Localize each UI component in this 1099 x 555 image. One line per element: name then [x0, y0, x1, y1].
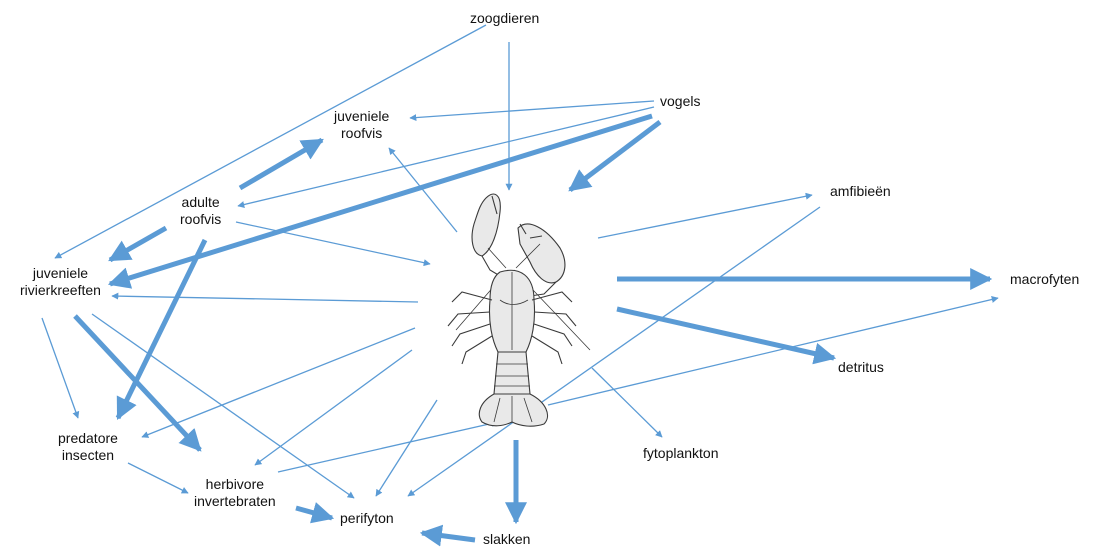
abdomen — [494, 352, 530, 394]
node-juveniele-rivierkreeften-line1: juveniele — [20, 265, 101, 282]
node-predatore-insecten-line1: predatore — [58, 430, 118, 447]
arrow-kreeft-amfibieen — [598, 195, 812, 238]
arrow-kreeft-fyto — [592, 368, 662, 437]
node-adulte-roofvis-line1: adulte — [180, 194, 221, 211]
node-juveniele-rivierkreeften-line2: rivierkreeften — [20, 282, 101, 299]
node-zoogdieren: zoogdieren — [470, 10, 539, 27]
node-detritus-label: detritus — [838, 359, 884, 376]
arrow-herbivore-kreeft — [278, 422, 498, 472]
node-slakken: slakken — [483, 531, 530, 548]
arrow-juvrivier-perifyton — [92, 314, 354, 498]
node-juveniele-roofvis-line2: roofvis — [334, 125, 389, 142]
arrow-kreeft-detritus — [617, 309, 834, 358]
node-vogels-label: vogels — [660, 93, 700, 110]
left-claw — [472, 194, 500, 256]
node-herbivore-invertebraten-line2: invertebraten — [194, 493, 276, 510]
arrow-perifyton-macrofyten — [548, 298, 998, 405]
crayfish-illustration — [448, 194, 590, 426]
node-herbivore-invertebraten-line1: herbivore — [194, 476, 276, 493]
arrow-herbivore-perifyton — [296, 508, 332, 518]
arrow-kreeft-predatore — [142, 328, 415, 437]
arrow-adulte-rivierkreeft — [236, 222, 430, 264]
arrow-zoogdieren-juvrivier — [55, 25, 486, 258]
node-juveniele-roofvis-line1: juveniele — [334, 108, 389, 125]
tail-fan — [479, 394, 547, 426]
node-adulte-roofvis-line2: roofvis — [180, 211, 221, 228]
node-predatore-insecten-line2: insecten — [58, 447, 118, 464]
arrow-kreeft-juvrivier — [112, 296, 418, 302]
arrow-kreeft-herbivore — [255, 350, 412, 465]
node-juveniele-rivierkreeften: juveniele rivierkreeften — [20, 265, 101, 299]
node-zoogdieren-label: zoogdieren — [470, 10, 539, 27]
node-vogels: vogels — [660, 93, 700, 110]
node-amfibieen: amfibieën — [830, 183, 891, 200]
node-fytoplankton-label: fytoplankton — [643, 445, 719, 462]
arrow-amfibieen-perifyton — [408, 207, 820, 496]
arrow-adulte-juvroofvis — [240, 140, 322, 188]
node-perifyton: perifyton — [340, 510, 394, 527]
node-predatore-insecten: predatore insecten — [58, 430, 118, 464]
node-juveniele-roofvis: juveniele roofvis — [334, 108, 389, 142]
node-amfibieen-label: amfibieën — [830, 183, 891, 200]
arrow-vogels-adulteroofvis — [238, 107, 654, 206]
arrow-vogels-kreeft — [570, 122, 660, 190]
node-macrofyten: macrofyten — [1010, 271, 1079, 288]
arrow-slakken-perifyton — [422, 533, 475, 540]
arrow-juvrivier-predatore — [42, 318, 78, 418]
node-herbivore-invertebraten: herbivore invertebraten — [194, 476, 276, 510]
node-macrofyten-label: macrofyten — [1010, 271, 1079, 288]
node-detritus: detritus — [838, 359, 884, 376]
arrow-adulte-juvrivier — [110, 228, 166, 260]
node-adulte-roofvis: adulte roofvis — [180, 194, 221, 228]
arrow-kreeft-juvroofvis — [389, 148, 457, 232]
node-perifyton-label: perifyton — [340, 510, 394, 527]
node-fytoplankton: fytoplankton — [643, 445, 719, 462]
arrow-predatore-herbivore — [128, 463, 188, 493]
node-slakken-label: slakken — [483, 531, 530, 548]
